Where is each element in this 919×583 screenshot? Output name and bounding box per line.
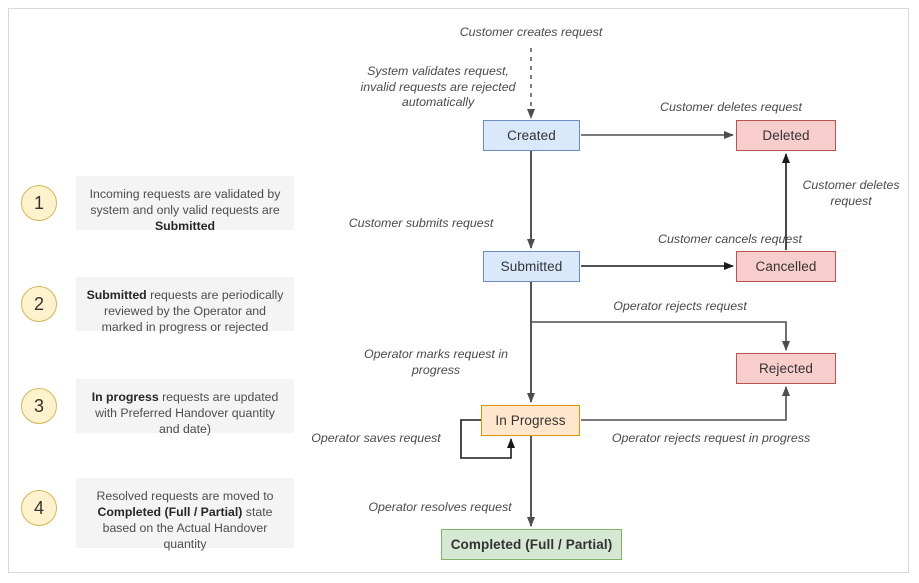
edge-label-submitted-cancelled: Customer cancels request (658, 232, 802, 246)
state-submitted[interactable]: Submitted (483, 251, 580, 282)
state-in-progress[interactable]: In Progress (481, 405, 580, 436)
state-completed[interactable]: Completed (Full / Partial) (441, 529, 622, 560)
state-rejected[interactable]: Rejected (736, 353, 836, 384)
edge-label-inprogress-completed: Operator resolves request (368, 500, 512, 514)
edge-label-created-validate: System validates request, invalid reques… (360, 64, 516, 109)
legend-text-2: Submitted requests are periodically revi… (76, 277, 294, 334)
edge-submitted-rejected (531, 321, 790, 351)
legend-text-3: In progress requests are updated with Pr… (76, 379, 294, 436)
edge-label-inprogress-self: Operator saves request (311, 431, 441, 445)
edge-inprogress-self (460, 419, 515, 459)
state-cancelled[interactable]: Cancelled (736, 251, 836, 282)
edge-label-submitted-inprogress: Operator marks request in progress (364, 347, 508, 377)
edge-label-inprogress-rejected: Operator rejects request in progress (611, 431, 811, 445)
state-created[interactable]: Created (483, 120, 580, 151)
legend-text-1: Incoming requests are validated by syste… (76, 176, 294, 233)
legend-number-2: 2 (21, 286, 57, 322)
edge-inprogress-rejected (581, 386, 790, 421)
legend-number-3: 3 (21, 388, 57, 424)
edge-label-created-submitted: Customer submits request (348, 216, 494, 230)
state-deleted[interactable]: Deleted (736, 120, 836, 151)
legend-number-4: 4 (21, 490, 57, 526)
legend-number-1: 1 (21, 185, 57, 221)
edge-label-cancelled-deleted: Customer deletes request (802, 178, 900, 208)
edge-label-submitted-rejected: Operator rejects request (613, 299, 747, 313)
legend-text-4: Resolved requests are moved to Completed… (76, 478, 294, 551)
edge-label-start-created: Customer creates request (459, 25, 603, 39)
edge-label-created-deleted: Customer deletes request (660, 100, 802, 114)
